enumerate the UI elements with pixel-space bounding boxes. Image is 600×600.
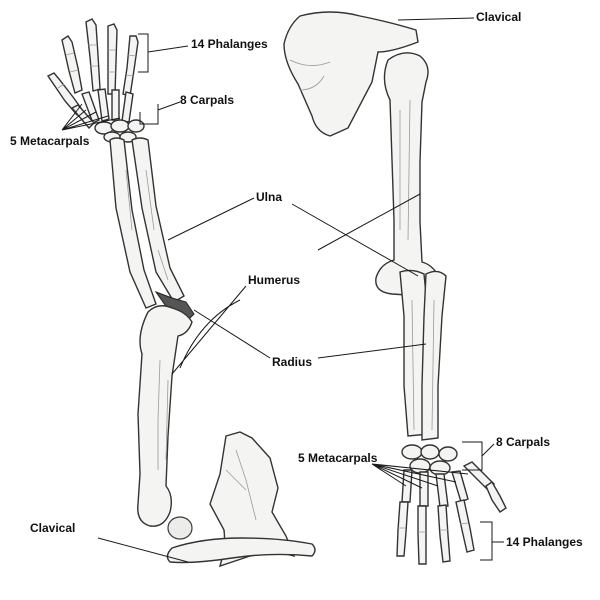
label-right-phalanges: 14 Phalanges — [506, 535, 583, 549]
right-scapula — [283, 11, 419, 137]
label-left-metacarpals: 5 Metacarpals — [10, 134, 90, 148]
right-humerus — [375, 52, 441, 297]
right-arm-bones — [283, 11, 507, 565]
right-phalanges — [396, 481, 507, 565]
leader-ulna — [167, 197, 419, 277]
leader-left-carpals — [139, 101, 181, 125]
label-radius: Radius — [272, 355, 313, 369]
label-right-metacarpals: 5 Metacarpals — [298, 451, 378, 465]
label-right-carpals: 8 Carpals — [496, 435, 551, 449]
label-left-clavical: Clavical — [30, 521, 76, 535]
label-ulna: Ulna — [256, 190, 283, 204]
left-phalanges — [46, 18, 139, 116]
leader-left-phalanges — [138, 33, 189, 73]
leader-radius — [193, 309, 427, 359]
leader-left-clavical — [97, 537, 189, 563]
right-carpals — [401, 444, 458, 476]
label-left-phalanges: 14 Phalanges — [191, 37, 268, 51]
label-humerus: Humerus — [248, 273, 301, 287]
leader-humerus-left — [171, 285, 247, 375]
left-metacarpals — [70, 88, 134, 130]
left-humerus — [137, 305, 193, 540]
left-forearm — [109, 137, 195, 323]
leader-lines — [61, 17, 504, 563]
leader-right-metacarpals — [371, 463, 469, 489]
leader-right-clavical — [397, 17, 475, 21]
leader-humerus-right — [317, 193, 421, 251]
label-left-carpals: 8 Carpals — [180, 93, 235, 107]
right-forearm — [399, 269, 447, 441]
leader-right-phalanges — [480, 521, 504, 561]
leader-left-metacarpals — [61, 103, 121, 131]
left-clavical-bone — [166, 537, 316, 564]
left-arm-bones — [46, 18, 316, 568]
label-right-clavical: Clavical — [476, 10, 522, 24]
leader-right-carpals — [462, 441, 495, 471]
